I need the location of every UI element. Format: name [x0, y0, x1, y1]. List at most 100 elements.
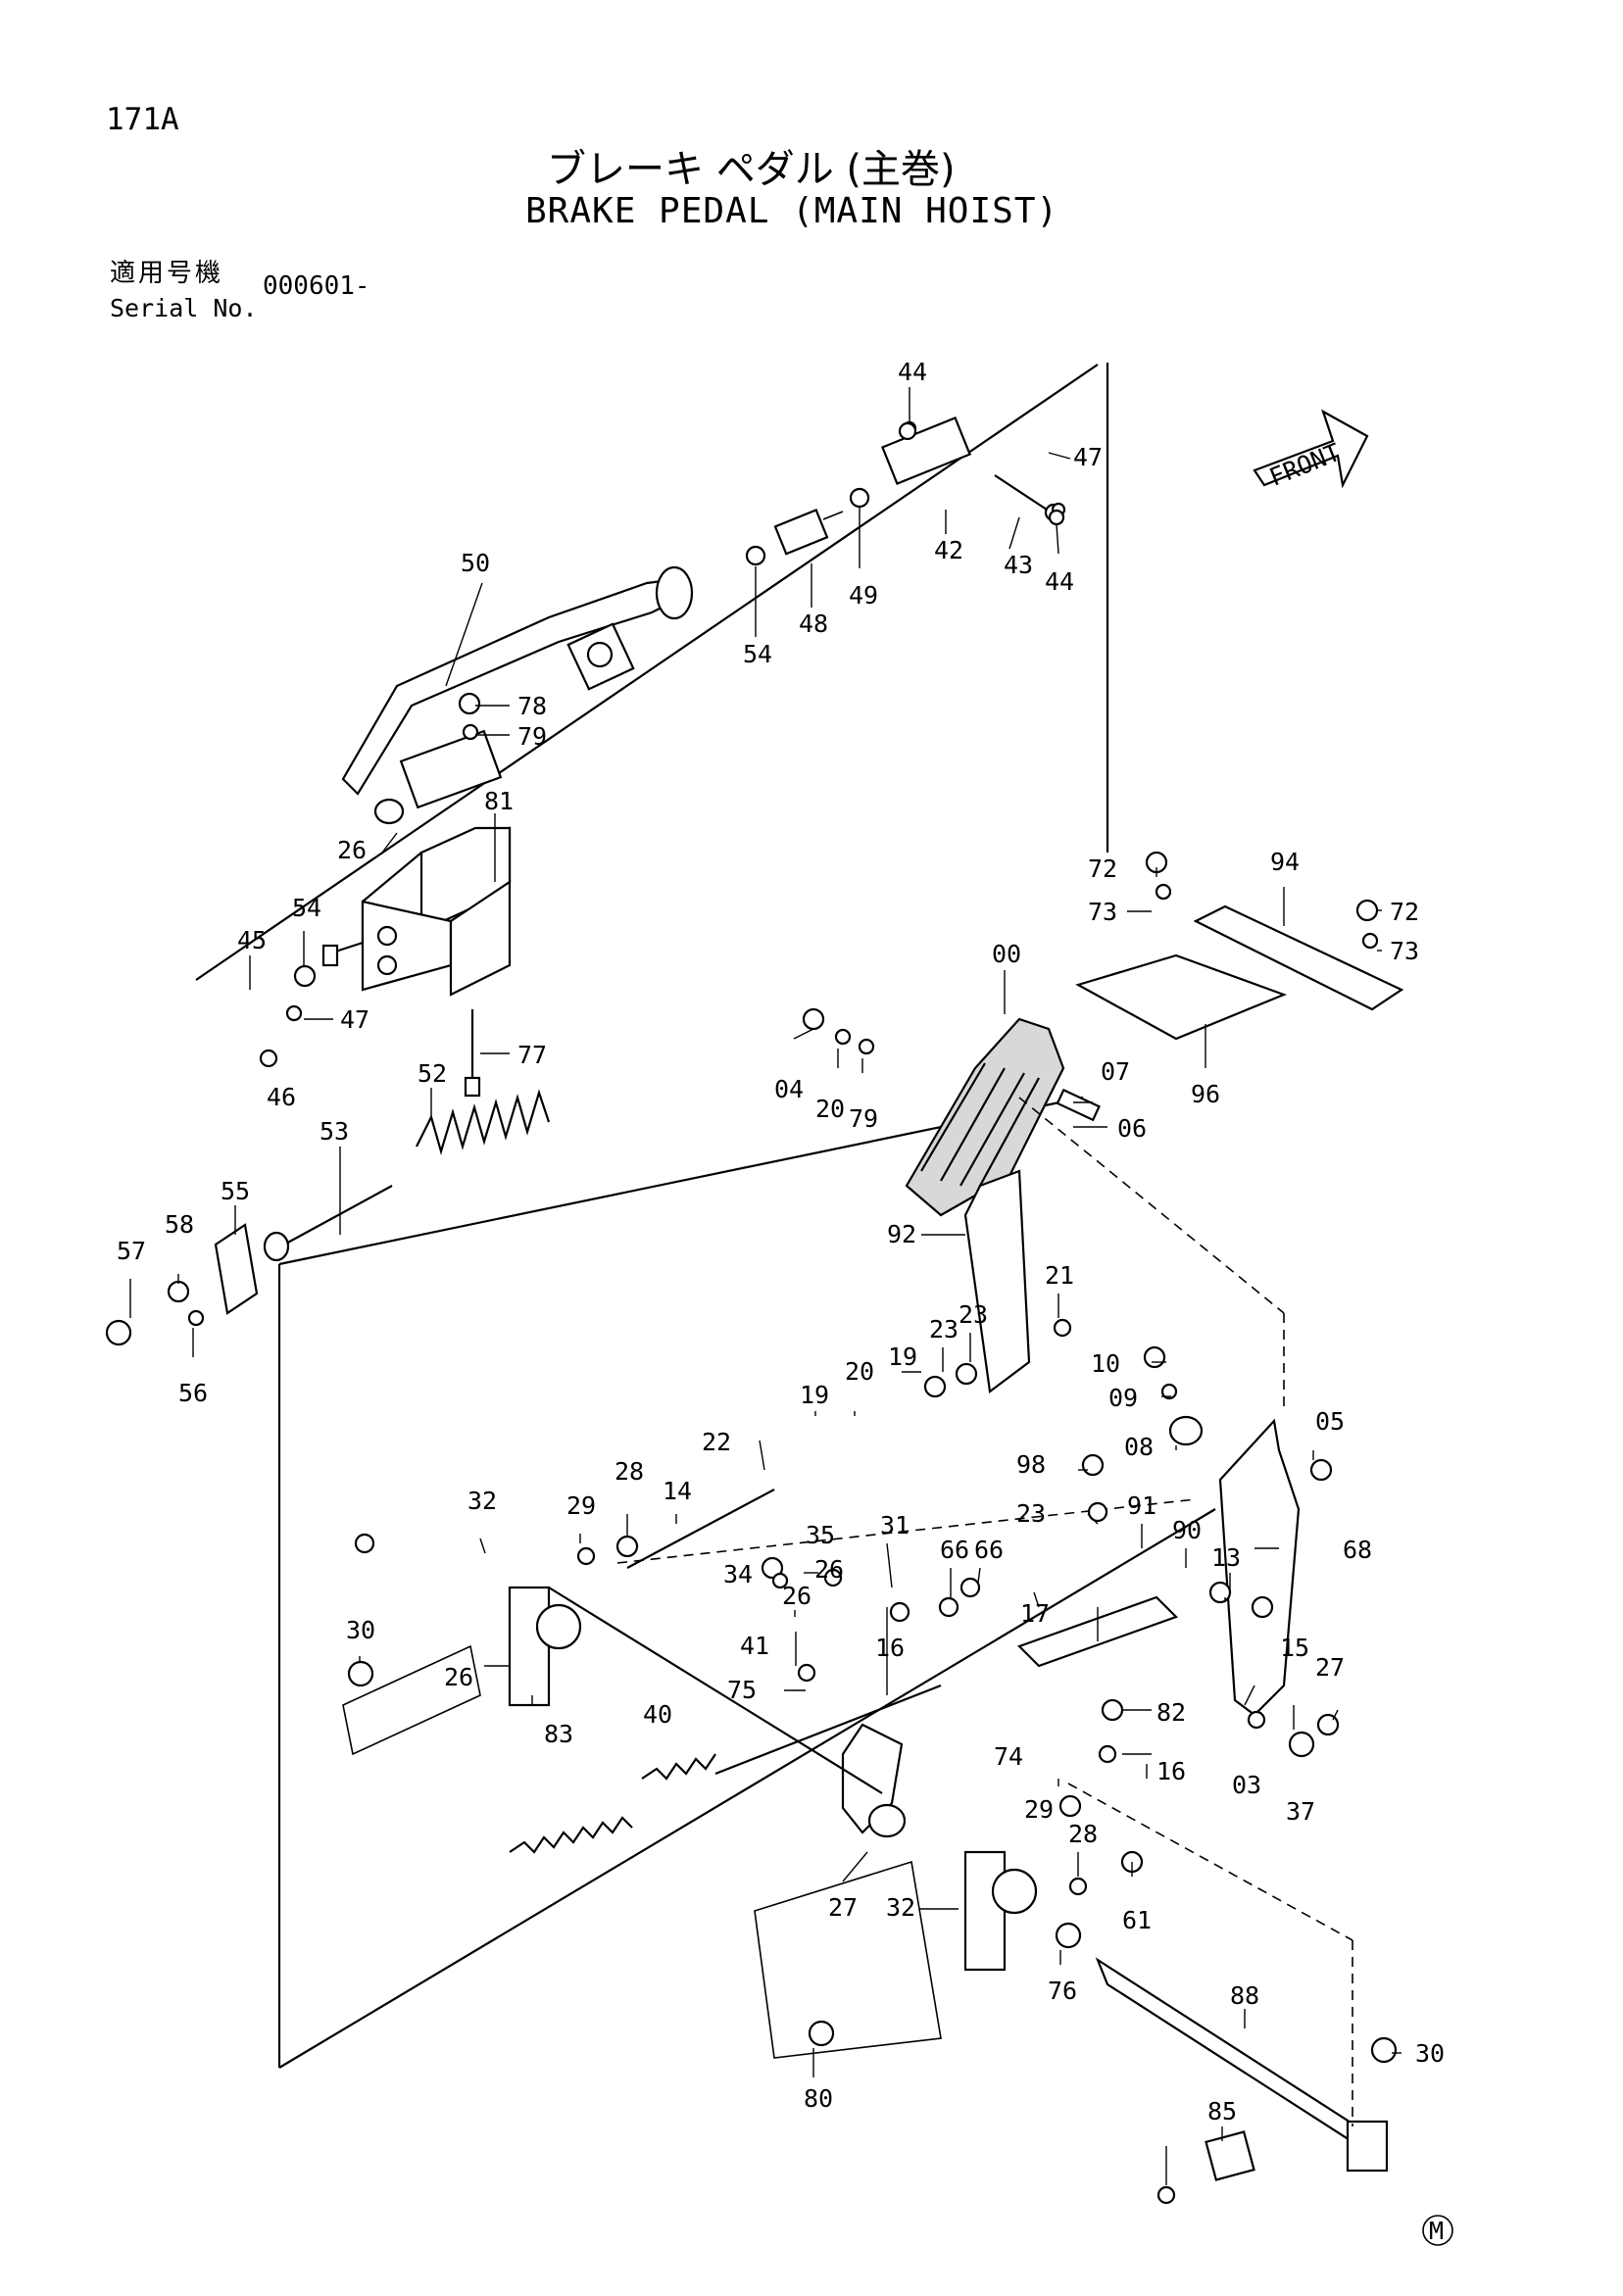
block-80 [1205, 2130, 1255, 2181]
callout: 52 [418, 1059, 447, 1088]
callout: 06 [1117, 1114, 1147, 1143]
callout: 14 [663, 1477, 692, 1505]
callout: 32 [467, 1487, 497, 1515]
spring-52 [416, 1089, 551, 1155]
callout: 50 [461, 549, 490, 577]
callout: 32 [886, 1893, 915, 1922]
callout: 17 [1020, 1599, 1050, 1628]
callout: 54 [743, 640, 772, 668]
callout: 29 [566, 1491, 596, 1520]
callout: 21 [1045, 1261, 1074, 1290]
callout: 73 [1088, 898, 1117, 926]
svg-text:M: M [1429, 2217, 1444, 2245]
callout: 20 [815, 1095, 845, 1123]
callout: 23 [959, 1300, 988, 1329]
page-code: 171A [106, 102, 179, 137]
callout: 77 [517, 1041, 547, 1069]
callout: 57 [117, 1237, 146, 1265]
callout: 44 [898, 358, 927, 386]
callout: 66 [940, 1536, 969, 1564]
linkage-line-3 [1067, 1783, 1353, 1941]
callout: 82 [1156, 1698, 1186, 1727]
callout: 28 [615, 1457, 644, 1486]
callout: 15 [1280, 1634, 1309, 1662]
title-japanese: ブレーキ ペダル (主巻) [547, 147, 956, 192]
rod-end-assembly [745, 416, 1066, 566]
callout: 34 [723, 1560, 753, 1588]
callout: 42 [934, 536, 963, 564]
callout: 30 [1415, 2039, 1445, 2068]
bracket-61 [548, 1587, 907, 1838]
plate-96 [1075, 953, 1288, 1041]
callout: 26 [814, 1555, 844, 1584]
callout: 73 [1390, 937, 1419, 965]
callout: 29 [1024, 1795, 1054, 1824]
callout: 44 [1045, 567, 1074, 596]
callout: 04 [774, 1075, 804, 1103]
front-label: FRONT [1265, 438, 1345, 492]
callout: 85 [1207, 2097, 1237, 2125]
foot-pedal [905, 1017, 1065, 1217]
callout: 83 [544, 1720, 573, 1748]
callout: 56 [178, 1379, 208, 1407]
callout: 48 [799, 610, 828, 638]
callout: 81 [484, 787, 514, 815]
serial-label-japanese: 適用号機 [110, 259, 224, 288]
fasteners [105, 421, 1398, 2205]
callout: 53 [320, 1117, 349, 1146]
frame-base-left [342, 1644, 481, 1756]
callout: 72 [1088, 855, 1117, 883]
callout: 37 [1286, 1797, 1315, 1826]
callout: 26 [782, 1582, 812, 1610]
callout: 58 [165, 1210, 194, 1239]
callout: 28 [1068, 1820, 1098, 1848]
serial-label-english: Serial No. [110, 294, 258, 322]
serial-number-value: 000601- [263, 271, 370, 301]
m-mark: M [1422, 2215, 1453, 2246]
callout: 79 [849, 1104, 878, 1133]
callout: 75 [727, 1676, 757, 1704]
title-english: BRAKE PEDAL (MAIN HOIST) [525, 191, 1059, 231]
linkage-line-1 [1018, 1097, 1285, 1314]
callout: 46 [267, 1083, 296, 1111]
spring-82 [509, 1816, 633, 1854]
callout: 07 [1101, 1057, 1130, 1086]
callout: 94 [1270, 848, 1300, 876]
callout: 23 [929, 1315, 959, 1343]
frame-base-right [754, 1860, 942, 2059]
callout: 26 [444, 1663, 473, 1691]
callout: 10 [1091, 1349, 1120, 1378]
callout: 20 [845, 1357, 874, 1386]
callout: 43 [1004, 551, 1033, 579]
callout: 96 [1191, 1080, 1220, 1108]
callouts: 44 47 42 43 44 49 48 54 50 78 79 81 26 4… [117, 358, 1445, 2125]
lever-68 [1218, 1418, 1301, 1717]
callout: 74 [994, 1742, 1023, 1771]
callout: 27 [828, 1893, 858, 1922]
beam-end-block [1346, 2120, 1389, 2173]
callout: 61 [1122, 1906, 1152, 1934]
callout: 31 [880, 1511, 910, 1539]
shaft-14 [626, 1489, 775, 1569]
callout: 35 [806, 1521, 835, 1549]
front-direction-arrow: FRONT [1253, 409, 1369, 492]
rod-53 [283, 1185, 393, 1246]
callout: 47 [1073, 443, 1103, 471]
callout: 47 [340, 1005, 369, 1034]
main-hoist-lever [341, 565, 694, 825]
callout: 22 [702, 1428, 731, 1456]
pedal-lever-92 [963, 1169, 1031, 1393]
callout: 49 [849, 581, 878, 610]
callout: 19 [800, 1381, 829, 1409]
brake-valve [321, 826, 512, 997]
callout: 23 [1016, 1499, 1046, 1528]
plate-94 [1193, 904, 1404, 1011]
callout: 91 [1127, 1491, 1156, 1520]
callout: 88 [1230, 1981, 1259, 2010]
callout: 72 [1390, 898, 1419, 926]
rod-83 [641, 1753, 716, 1781]
callout: 92 [887, 1220, 916, 1248]
callout: 68 [1343, 1536, 1372, 1564]
callout: 45 [237, 926, 267, 954]
callout: 19 [888, 1343, 917, 1371]
